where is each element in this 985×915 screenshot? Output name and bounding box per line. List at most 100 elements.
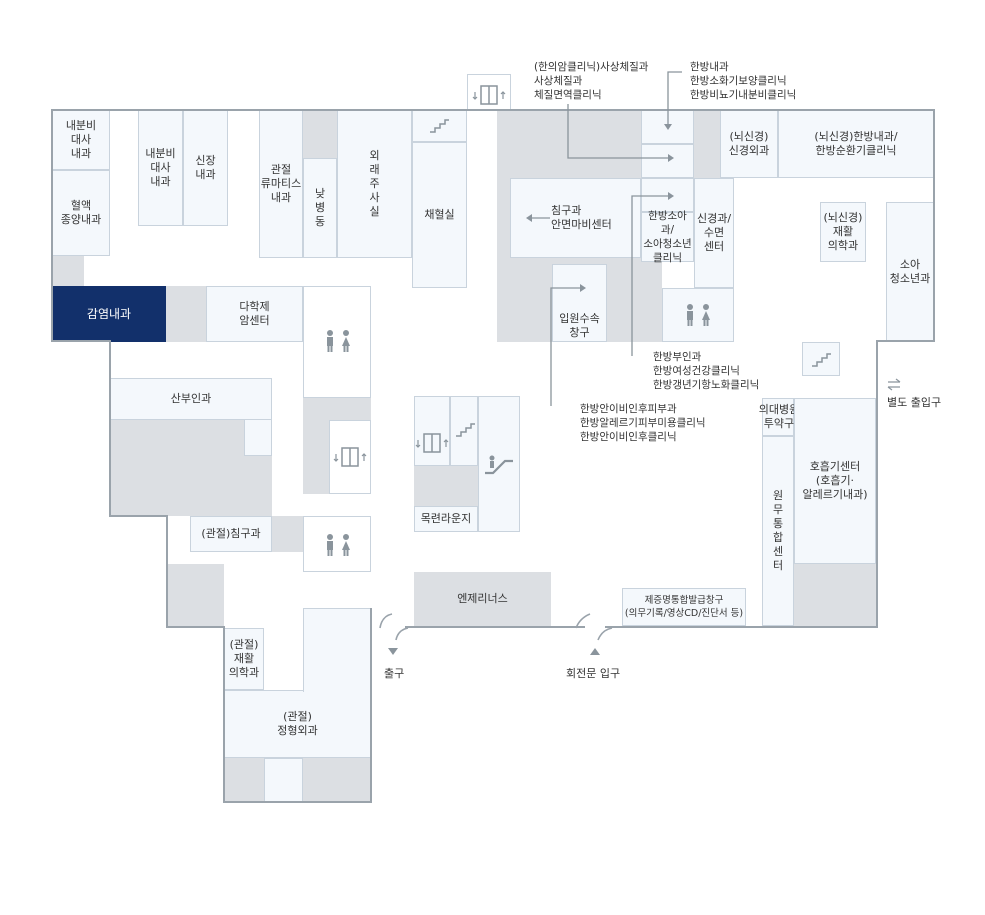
room-label: 침구과 안면마비센터 [551, 204, 612, 231]
stairs-icon [426, 116, 452, 136]
room-gwanjeol-ryuma[interactable]: 관절 류마티스 내과 [259, 110, 303, 258]
stairs-icon [808, 350, 834, 370]
room-label: 낮 병 동 [314, 187, 326, 228]
exit-label: 출구 [384, 667, 405, 680]
room-singyeong-sumyeon[interactable]: 신경과/ 수면 센터 [694, 178, 734, 288]
room-label: (관절)침구과 [201, 527, 261, 540]
room-label: 채혈실 [424, 208, 455, 221]
room-upper-right-small [641, 178, 694, 212]
room-jeonghyeong-upper [303, 608, 371, 692]
gray-zone [303, 758, 371, 802]
room-wonmu[interactable]: 원 무 통 합 센 터 [762, 436, 794, 626]
gray-zone [694, 110, 720, 178]
room-gamyeom-highlighted[interactable]: 감염내과 [52, 286, 166, 342]
room-sanbuin[interactable]: 산부인과 [110, 378, 272, 420]
room-noesingyeong-jaehwal[interactable]: (뇌신경) 재활 의학과 [820, 202, 866, 262]
room-label: 신경과/ 수면 센터 [696, 212, 732, 253]
room-label: 제증명통합발급창구 (의무기록/영상CD/진단서 등) [624, 595, 744, 619]
revolving-entrance-label: 회전문 입구 [566, 667, 621, 680]
room-enjeri[interactable]: 엔제리너스 [414, 572, 551, 626]
gray-zone [166, 286, 206, 342]
gray-zone [414, 466, 478, 506]
escalator-icon [482, 452, 516, 478]
elevator-icon [331, 444, 369, 470]
room-label: 호흡기센터 (호흡기· 알레르기내과) [802, 460, 868, 501]
gray-zone [303, 110, 337, 158]
room-label: 목련라운지 [420, 512, 472, 525]
room-stairs-top [412, 110, 467, 142]
restroom-block-bottom [303, 516, 371, 572]
room-label: (관절) 정형외과 [277, 710, 318, 737]
separate-entrance-label: 별도 출입구 [887, 396, 942, 409]
note-hanbang-buin: 한방부인과 한방여성건강클리닉 한방갱년기항노화클리닉 [653, 351, 760, 391]
room-hyeolaek[interactable]: 혈액 종양내과 [52, 170, 110, 256]
wall-right-lower [876, 340, 878, 628]
room-gwanjeol-jeonghyeong[interactable]: (관절) 정형외과 [224, 690, 371, 758]
elevator-icon [413, 430, 451, 456]
room-soa-cheongsonyeon[interactable]: 소아 청소년과 [886, 202, 934, 342]
room-mokryeon[interactable]: 목련라운지 [414, 506, 478, 532]
room-escalator [478, 396, 520, 532]
gray-zone [640, 262, 662, 342]
room-label: 입원수속 창구 [559, 312, 600, 339]
room-top-corridor-left [641, 110, 694, 144]
room-gwanjeol-chimgu[interactable]: (관절)침구과 [190, 516, 272, 552]
note-sasang: (한의암클리닉)사상체질과 사상체질과 체질면역클리닉 [534, 61, 649, 101]
room-label: 다학제 암센터 [239, 300, 270, 327]
room-gwanjeol-jaehwal[interactable]: (관절) 재활 의학과 [224, 628, 264, 690]
room-noesingyeong-hanbang[interactable]: (뇌신경)한방내과/ 한방순환기클리닉 [778, 110, 934, 178]
room-naebunbi-left[interactable]: 내분비 대사 내과 [52, 110, 110, 170]
room-sinjang[interactable]: 신장 내과 [183, 110, 228, 226]
room-label: 내분비 대사 내과 [65, 119, 97, 160]
note-hanbang-anibiinhu: 한방안이비인후피부과 한방알레르기피부미용클리닉 한방안이비인후클리닉 [580, 403, 706, 443]
elevator-icon [470, 82, 508, 108]
room-stairs-mid [450, 396, 478, 466]
room-label: (뇌신경) 재활 의학과 [823, 211, 863, 252]
restroom-icon [318, 326, 358, 356]
room-ipwonsusok[interactable]: 입원수속 창구 [552, 264, 607, 342]
room-label: 산부인과 [170, 392, 212, 405]
room-label: 소아 청소년과 [889, 258, 931, 285]
room-label: 관절 류마티스 내과 [260, 163, 302, 204]
room-chimgu-anmyeon[interactable]: 침구과 안면마비센터 [510, 178, 641, 258]
room-label: 내분비 대사 내과 [145, 147, 176, 188]
gray-zone [272, 516, 303, 552]
gray-zone [167, 564, 224, 628]
room-stairs-right [802, 342, 840, 376]
room-label: 엔제리너스 [457, 592, 508, 605]
room-jejeung[interactable]: 제증명통합발급창구 (의무기록/영상CD/진단서 등) [622, 588, 746, 626]
room-label: (뇌신경) 신경외과 [728, 130, 770, 157]
room-uidae-yakgu[interactable]: 의대병원 투약구 [759, 398, 799, 436]
stairs-icon [452, 420, 478, 440]
gray-zone [52, 256, 84, 286]
gray-zone [794, 564, 876, 626]
room-label: 한방소아과/ 소아청소년 클리닉 [643, 210, 692, 264]
room-label: 원 무 통 합 센 터 [772, 489, 784, 572]
room-hanbang-soa[interactable]: 한방소아과/ 소아청소년 클리닉 [641, 210, 694, 264]
note-hanbang-naegwa: 한방내과 한방소화기보양클리닉 한방비뇨기내분비클리닉 [690, 61, 797, 101]
room-dahakje[interactable]: 다학제 암센터 [206, 286, 303, 342]
room-label: 의대병원 투약구 [758, 403, 800, 430]
room-oeraejusasil[interactable]: 외 래 주 사 실 [337, 110, 412, 258]
room-elevator-bank [414, 396, 450, 466]
room-top-corridor-mid [641, 144, 694, 178]
wall-bottom-d [405, 626, 585, 628]
room-label: (관절) 재활 의학과 [228, 638, 260, 679]
room-chaehyeolsil[interactable]: 채혈실 [412, 142, 467, 288]
room-label: 감염내과 [86, 307, 132, 321]
room-noesingyeong-oegwa[interactable]: (뇌신경) 신경외과 [720, 110, 778, 178]
room-natbyeongdong[interactable]: 낮 병 동 [303, 158, 337, 258]
gray-zone [224, 758, 264, 802]
room-sanbuin-ext [244, 420, 272, 456]
room-hoheupgi[interactable]: 호흡기센터 (호흡기· 알레르기내과) [794, 398, 876, 564]
room-label: (뇌신경)한방내과/ 한방순환기클리닉 [814, 130, 898, 157]
wall-bottom-e [605, 626, 877, 628]
restroom-block-left [303, 286, 371, 398]
room-label: 신장 내과 [195, 154, 216, 181]
restroom-icon [318, 530, 358, 560]
room-naebunbi-mid[interactable]: 내분비 대사 내과 [138, 110, 183, 226]
room-jeonghyeong-lower [264, 758, 303, 802]
room-label: 외 래 주 사 실 [369, 149, 380, 218]
room-label: 혈액 종양내과 [60, 199, 102, 226]
